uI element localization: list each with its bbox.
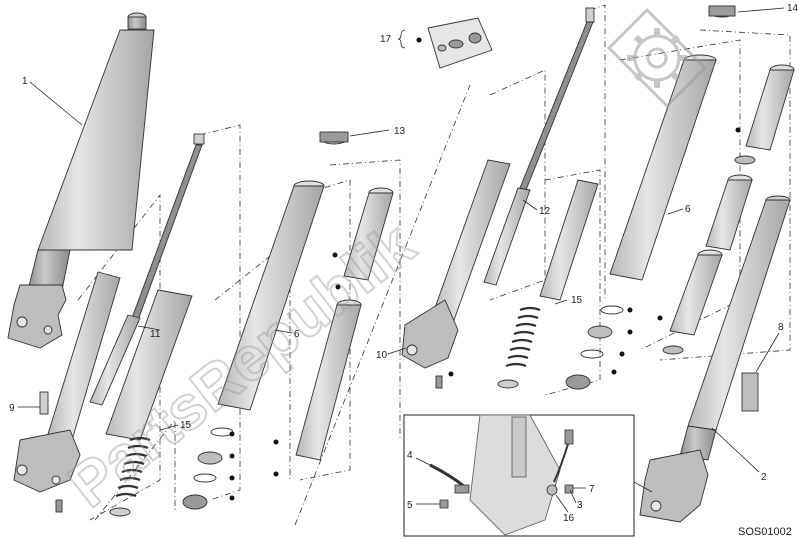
callout-2: 2 — [761, 472, 767, 483]
fork-leg-part-1 — [7, 12, 155, 349]
callout-17: 17 — [380, 34, 392, 45]
damper-rod-part-11 — [89, 133, 205, 441]
top-cap-part-14 — [708, 5, 736, 18]
callout-8: 8 — [778, 322, 784, 333]
callout-6-right: 6 — [685, 204, 691, 215]
cartridge-part-12 — [431, 7, 595, 321]
callout-11: 11 — [150, 329, 161, 340]
callout-14: 14 — [787, 3, 799, 14]
spring-part-15-right — [497, 179, 599, 389]
fork-leg-part-9 — [13, 271, 121, 513]
seal-rings-center — [182, 427, 235, 510]
leader-lines — [18, 7, 785, 513]
gear-icon — [606, 7, 708, 109]
callout-15-left: 15 — [180, 420, 192, 431]
callout-13: 13 — [394, 126, 406, 137]
callout-15-right: 15 — [571, 295, 583, 306]
callout-4: 4 — [407, 450, 413, 461]
seal-kit-part-17 — [427, 17, 493, 69]
fork-leg-part-2 — [639, 195, 791, 523]
detail-inset — [403, 414, 653, 537]
callout-10: 10 — [376, 350, 388, 361]
spring-part-15-left — [109, 436, 151, 517]
callout-16: 16 — [563, 513, 575, 524]
protector-part-8 — [741, 372, 759, 412]
inner-tube-part-6-left — [217, 180, 394, 461]
callout-6-left: 6 — [294, 329, 300, 340]
callout-labels: 1 9 11 15 6 13 17 10 12 15 6 14 8 2 4 5 … — [9, 3, 799, 524]
drawing-code: SOS01002 — [738, 526, 792, 538]
callout-1: 1 — [22, 76, 28, 87]
inner-tube-part-6-right — [609, 54, 795, 355]
fork-foot-part-10 — [401, 299, 459, 389]
top-cap-part-13 — [319, 131, 349, 145]
callout-3: 3 — [577, 500, 583, 511]
locator-dots — [273, 37, 741, 477]
callout-7: 7 — [589, 484, 595, 495]
callout-5: 5 — [407, 500, 413, 511]
callout-12: 12 — [539, 206, 551, 217]
callout-9: 9 — [9, 403, 15, 414]
seal-rings-right — [565, 305, 633, 390]
